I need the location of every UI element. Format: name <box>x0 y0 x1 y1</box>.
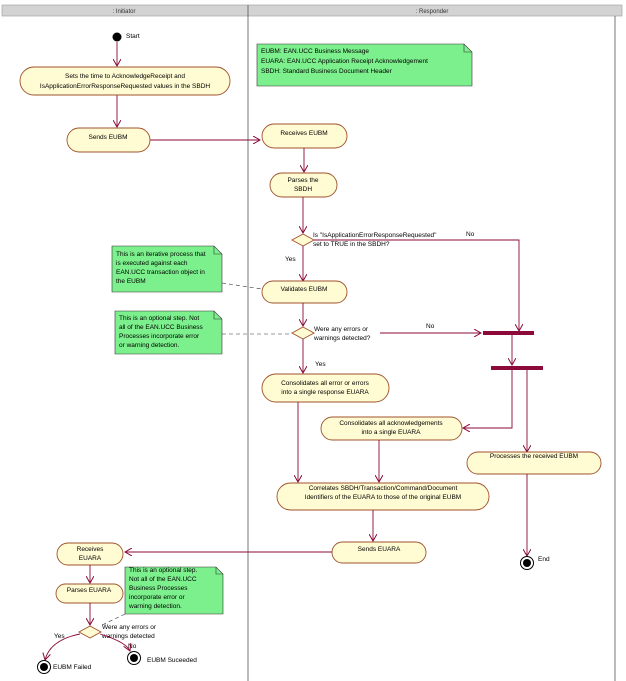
svg-text:Parses the: Parses the <box>287 177 318 184</box>
svg-text:incorporate error or: incorporate error or <box>129 594 185 601</box>
guard-yes-2: Yes <box>315 361 326 368</box>
svg-text:Were any errors or: Were any errors or <box>314 326 369 333</box>
end-node <box>520 556 534 570</box>
svg-text:Consolidates all acknowledgeme: Consolidates all acknowledgements <box>339 420 443 427</box>
svg-text:Parses EUARA: Parses EUARA <box>67 587 112 594</box>
svg-text:or warning detection.: or warning detection. <box>119 342 180 349</box>
svg-text:This is an optional step.: This is an optional step. <box>129 567 197 574</box>
svg-text:Business Processes: Business Processes <box>129 585 188 592</box>
svg-text:Sets the time to AcknowledgeRe: Sets the time to AcknowledgeReceipt and <box>65 73 185 80</box>
svg-text:This is an optional step. Not: This is an optional step. Not <box>119 315 199 322</box>
activity-validates-eubm: Validates EUBM <box>261 280 348 304</box>
svg-text:Is "IsApplicationErrorResponse: Is "IsApplicationErrorResponseRequested" <box>313 232 437 239</box>
svg-text:the EUBM: the EUBM <box>116 278 146 285</box>
final-node-failed <box>37 660 51 674</box>
svg-text:EUARA: EUARA <box>79 555 102 562</box>
note-optional-2: This is an optional step. Not all of the… <box>124 566 224 615</box>
svg-text:Processes incorporate error: Processes incorporate error <box>119 333 200 340</box>
svg-text:Receives: Receives <box>77 546 104 553</box>
legend-line-1: EUBM: EAN.UCC Business Message <box>261 48 369 55</box>
fork-bar <box>491 366 543 370</box>
legend-note: EUBM: EAN.UCC Business Message EUARA: EA… <box>256 43 473 87</box>
svg-text:Validates EUBM: Validates EUBM <box>281 286 328 293</box>
guard-yes-1: Yes <box>285 256 296 263</box>
end-label: End <box>538 556 550 563</box>
svg-text:This is an iterative process: This is an iterative process that <box>116 251 206 258</box>
svg-text:into a single response EUARA: into a single response EUARA <box>281 389 369 396</box>
swimlane-header <box>1 4 623 17</box>
lane-title-responder: : Responder <box>416 9 449 15</box>
guard-yes-3: Yes <box>54 633 65 640</box>
activity-correlates: Correlates SBDH/Transaction/Command/Docu… <box>276 482 490 511</box>
svg-text:EAN.UCC transaction object in: EAN.UCC transaction object in <box>116 269 205 276</box>
svg-text:is executed against each: is executed against each <box>116 260 188 267</box>
activity-sends-eubm: Sends EUBM <box>66 127 151 153</box>
svg-text:Processes the received EUBM: Processes the received EUBM <box>490 453 578 460</box>
final-label-failed: EUBM Failed <box>53 664 92 671</box>
svg-text:all of the EAN.UCC Business: all of the EAN.UCC Business <box>119 324 204 331</box>
activity-sends-euara: Sends EUARA <box>331 541 427 564</box>
svg-text:Sends EUARA: Sends EUARA <box>358 546 401 553</box>
activity-parses-sbdh: Parses the SBDH <box>269 172 338 198</box>
start-node <box>112 32 122 42</box>
svg-text:warning detection.: warning detection. <box>128 603 182 610</box>
guard-no-3: No <box>128 643 137 650</box>
activity-consolidates-acks: Consolidates all acknowledgements into a… <box>320 416 463 441</box>
svg-text:Were any errors or: Were any errors or <box>102 624 157 631</box>
activity-receives-euara: Receives EUARA <box>56 542 124 566</box>
svg-text:IsApplicationErrorResponseRequ: IsApplicationErrorResponseRequested valu… <box>40 83 210 90</box>
note-optional-1: This is an optional step. Not all of the… <box>114 310 223 355</box>
final-node-succeeded <box>127 651 141 665</box>
svg-text:SBDH: SBDH <box>294 186 312 193</box>
lane-title-initiator: : Initiator <box>112 9 135 15</box>
join-bar <box>483 331 534 335</box>
svg-text:warnings detected: warnings detected <box>101 633 155 640</box>
svg-text:set to TRUE in the SBDH?: set to TRUE in the SBDH? <box>313 241 390 248</box>
activity-processes-eubm: Processes the received EUBM <box>466 451 602 475</box>
activity-consolidates-errors: Consolidates all error or errors into a … <box>261 373 390 403</box>
decision-is-app-error: Is "IsApplicationErrorResponseRequested"… <box>291 232 437 248</box>
guard-no-2: No <box>426 323 435 330</box>
svg-text:Identifiers of the EUARA to th: Identifiers of the EUARA to those of the… <box>305 494 461 501</box>
start-label: Start <box>126 33 140 40</box>
legend-line-2: EUARA: EAN.UCC Application Receipt Ackno… <box>261 58 428 65</box>
svg-text:Receives EUBM: Receives EUBM <box>280 130 327 137</box>
activity-parses-euara: Parses EUARA <box>55 583 124 604</box>
svg-text:Consolidates all error or erro: Consolidates all error or errors <box>281 380 370 387</box>
final-label-succeeded: EUBM Suceeded <box>147 657 197 664</box>
guard-no-1: No <box>466 231 475 238</box>
svg-text:into a single EUARA: into a single EUARA <box>362 429 422 436</box>
activity-set-time: Sets the time to AcknowledgeReceipt and … <box>19 66 231 96</box>
decision-errors-detected: Were any errors or warnings detected? <box>291 326 371 342</box>
activity-receives-eubm: Receives EUBM <box>261 123 348 149</box>
decision-errors-detected-2: Were any errors or warnings detected <box>78 624 157 640</box>
svg-text:Sends EUBM: Sends EUBM <box>88 134 127 141</box>
note-iterative: This is an iterative process that is exe… <box>111 245 223 293</box>
legend-line-3: SBDH: Standard Business Document Header <box>261 68 393 75</box>
svg-text:Not all of the EAN.UCC: Not all of the EAN.UCC <box>129 576 197 583</box>
svg-text:Correlates SBDH/Transaction/Co: Correlates SBDH/Transaction/Command/Docu… <box>309 485 458 492</box>
svg-text:warnings detected?: warnings detected? <box>313 335 371 342</box>
